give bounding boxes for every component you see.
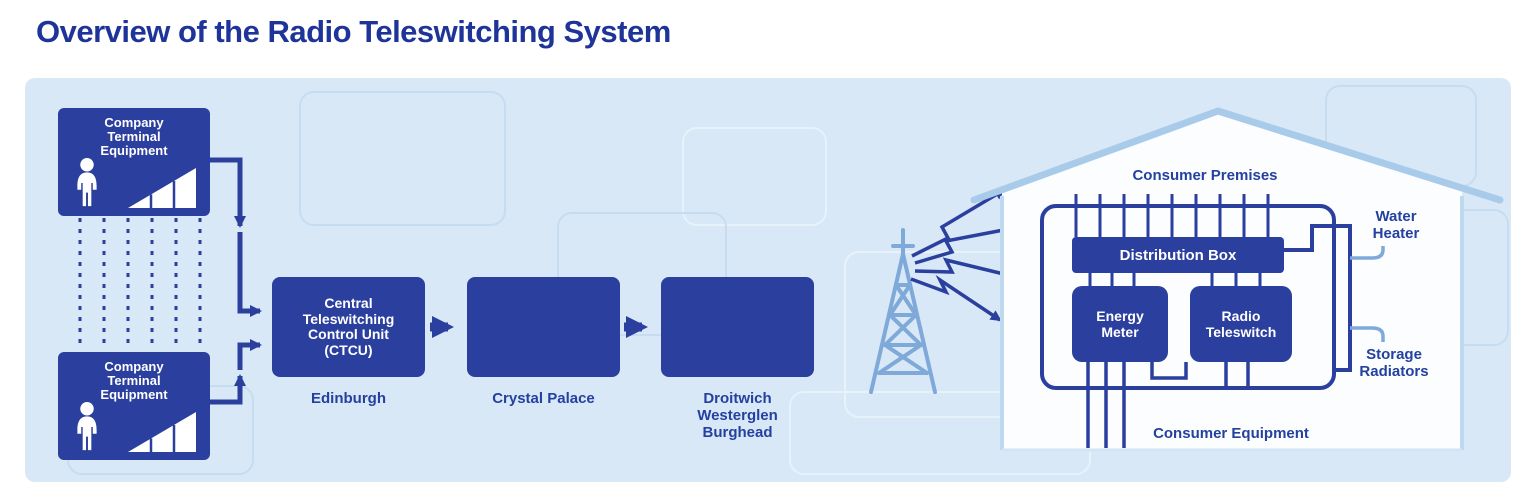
droitwich-box: [661, 277, 814, 377]
droitwich-caption: Droitwich Westerglen Burghead: [697, 390, 778, 441]
radio-teleswitch-box: Radio Teleswitch: [1190, 286, 1292, 362]
distribution-box: Distribution Box: [1072, 237, 1284, 273]
crystal-palace-caption: Crystal Palace: [492, 390, 595, 407]
company-terminal-equipment-box-top: Company Terminal Equipment: [58, 108, 210, 216]
ctcu-box: Central Teleswitching Control Unit (CTCU…: [272, 277, 425, 377]
consumer-premises-label: Consumer Premises: [1132, 167, 1278, 184]
energy-meter-box: Energy Meter: [1072, 286, 1168, 362]
person-icon: [77, 402, 97, 451]
company-terminal-icons: [58, 158, 210, 208]
radio-tower-icon: [869, 228, 937, 394]
person-icon: [77, 158, 97, 207]
storage-radiators-label: Storage Radiators: [1359, 346, 1429, 380]
page-title: Overview of the Radio Teleswitching Syst…: [36, 14, 671, 49]
ctcu-caption: Edinburgh: [311, 390, 386, 407]
house-icon: [970, 107, 1504, 452]
company-terminal-icons: [58, 402, 210, 452]
wedge-icon: [128, 168, 196, 208]
consumer-equipment-label: Consumer Equipment: [1153, 425, 1309, 442]
company-terminal-label: Company Terminal Equipment: [100, 115, 168, 158]
consumer-wiring: [1040, 194, 1352, 448]
crystal-palace-box: [467, 277, 620, 377]
company-terminal-equipment-box-bottom: Company Terminal Equipment: [58, 352, 210, 460]
company-terminal-label: Company Terminal Equipment: [100, 359, 168, 402]
terminal-to-ctcu-connectors: [210, 157, 262, 405]
radio-signal-arrows: [910, 188, 1016, 322]
water-heater-label: Water Heater: [1372, 208, 1420, 242]
wedge-icon: [128, 412, 196, 452]
terminal-link-dotted-lines: [78, 218, 202, 350]
appliance-wires: [1350, 246, 1385, 342]
